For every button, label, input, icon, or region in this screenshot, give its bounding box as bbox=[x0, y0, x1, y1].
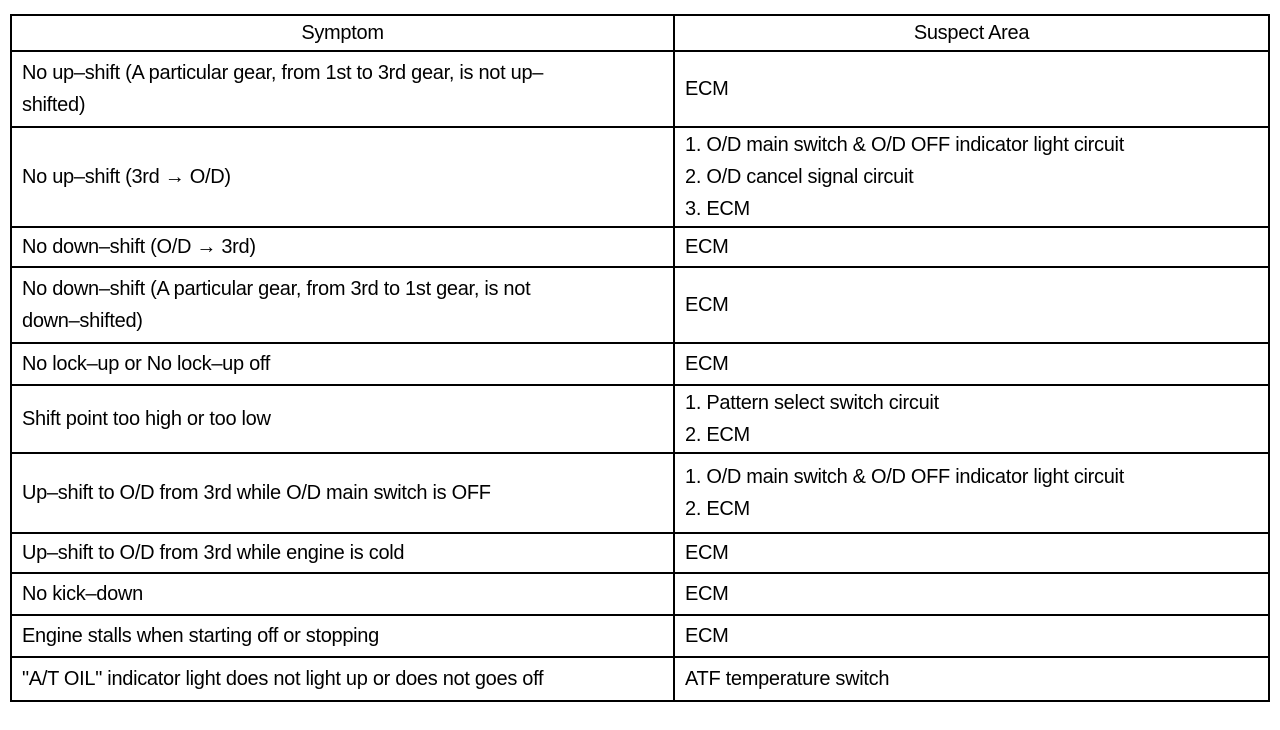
table-row: Engine stalls when starting off or stopp… bbox=[10, 614, 1270, 658]
suspect-line: ECM bbox=[685, 78, 729, 100]
troubleshooting-table-container: Symptom Suspect Area No up–shift (A part… bbox=[10, 14, 1270, 702]
symptom-suspect-table: Symptom Suspect Area No up–shift (A part… bbox=[10, 14, 1270, 702]
table-header-row: Symptom Suspect Area bbox=[10, 14, 1270, 52]
symptom-line: No kick–down bbox=[22, 583, 143, 605]
table-row: Shift point too high or too low 1. Patte… bbox=[10, 384, 1270, 454]
suspect-line: ECM bbox=[685, 353, 729, 375]
suspect-line: ECM bbox=[685, 542, 729, 564]
suspect-line: ATF temperature switch bbox=[685, 668, 890, 690]
symptom-cell: No up–shift (A particular gear, from 1st… bbox=[10, 50, 675, 128]
symptom-cell: Shift point too high or too low bbox=[10, 384, 675, 454]
suspect-line: ECM bbox=[685, 236, 729, 258]
symptom-cell: No up–shift (3rd → O/D) bbox=[10, 126, 675, 228]
symptom-cell: No down–shift (O/D → 3rd) bbox=[10, 226, 675, 268]
suspect-area-cell: ECM bbox=[673, 226, 1270, 268]
suspect-area-cell: ECM bbox=[673, 50, 1270, 128]
suspect-line: 2. O/D cancel signal circuit bbox=[685, 166, 914, 188]
symptom-cell: Up–shift to O/D from 3rd while engine is… bbox=[10, 532, 675, 574]
suspect-line: ECM bbox=[685, 625, 729, 647]
symptom-cell: "A/T OIL" indicator light does not light… bbox=[10, 656, 675, 702]
suspect-area-cell: ECM bbox=[673, 342, 1270, 386]
suspect-line: 3. ECM bbox=[685, 198, 750, 220]
table-row: No down–shift (O/D → 3rd) ECM bbox=[10, 226, 1270, 268]
symptom-cell: No down–shift (A particular gear, from 3… bbox=[10, 266, 675, 344]
table-row: No lock–up or No lock–up off ECM bbox=[10, 342, 1270, 386]
table-row: No up–shift (A particular gear, from 1st… bbox=[10, 50, 1270, 128]
symptom-cell: No lock–up or No lock–up off bbox=[10, 342, 675, 386]
symptom-line: "A/T OIL" indicator light does not light… bbox=[22, 668, 544, 690]
symptom-line: No up–shift (A particular gear, from 1st… bbox=[22, 62, 544, 84]
symptom-line: No up–shift (3rd → O/D) bbox=[22, 166, 231, 188]
table-row: No down–shift (A particular gear, from 3… bbox=[10, 266, 1270, 344]
suspect-line: 1. Pattern select switch circuit bbox=[685, 392, 939, 414]
symptom-cell: Up–shift to O/D from 3rd while O/D main … bbox=[10, 452, 675, 534]
header-symptom: Symptom bbox=[10, 14, 675, 52]
suspect-line: 1. O/D main switch & O/D OFF indicator l… bbox=[685, 134, 1124, 156]
suspect-line: ECM bbox=[685, 294, 729, 316]
suspect-area-cell: ECM bbox=[673, 266, 1270, 344]
table-row: Up–shift to O/D from 3rd while engine is… bbox=[10, 532, 1270, 574]
suspect-area-cell: 1. Pattern select switch circuit 2. ECM bbox=[673, 384, 1270, 454]
symptom-line: Up–shift to O/D from 3rd while O/D main … bbox=[22, 482, 491, 504]
table-row: No kick–down ECM bbox=[10, 572, 1270, 616]
suspect-area-cell: ECM bbox=[673, 572, 1270, 616]
symptom-line: No down–shift (A particular gear, from 3… bbox=[22, 278, 531, 300]
symptom-cell: Engine stalls when starting off or stopp… bbox=[10, 614, 675, 658]
suspect-line: 2. ECM bbox=[685, 498, 750, 520]
table-row: Up–shift to O/D from 3rd while O/D main … bbox=[10, 452, 1270, 534]
suspect-line: ECM bbox=[685, 583, 729, 605]
suspect-area-cell: 1. O/D main switch & O/D OFF indicator l… bbox=[673, 126, 1270, 228]
symptom-line: shifted) bbox=[22, 94, 86, 116]
suspect-line: 2. ECM bbox=[685, 424, 750, 446]
symptom-line: down–shifted) bbox=[22, 310, 143, 332]
symptom-cell: No kick–down bbox=[10, 572, 675, 616]
header-suspect-area: Suspect Area bbox=[673, 14, 1270, 52]
suspect-area-cell: ECM bbox=[673, 614, 1270, 658]
table-row: No up–shift (3rd → O/D) 1. O/D main swit… bbox=[10, 126, 1270, 228]
suspect-line: 1. O/D main switch & O/D OFF indicator l… bbox=[685, 466, 1124, 488]
symptom-line: No down–shift (O/D → 3rd) bbox=[22, 236, 256, 258]
symptom-line: Up–shift to O/D from 3rd while engine is… bbox=[22, 542, 405, 564]
symptom-line: No lock–up or No lock–up off bbox=[22, 353, 271, 375]
table-row: "A/T OIL" indicator light does not light… bbox=[10, 656, 1270, 702]
suspect-area-cell: ECM bbox=[673, 532, 1270, 574]
symptom-line: Engine stalls when starting off or stopp… bbox=[22, 625, 379, 647]
symptom-line: Shift point too high or too low bbox=[22, 408, 271, 430]
suspect-area-cell: ATF temperature switch bbox=[673, 656, 1270, 702]
suspect-area-cell: 1. O/D main switch & O/D OFF indicator l… bbox=[673, 452, 1270, 534]
